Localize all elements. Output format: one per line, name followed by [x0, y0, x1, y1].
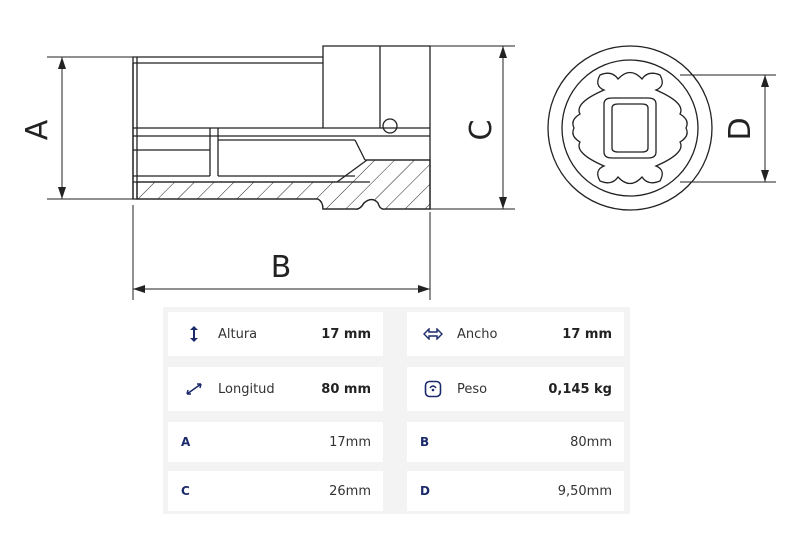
- spec-altura: Altura 17 mm: [168, 312, 383, 356]
- spec-dim-c: C 26mm: [168, 471, 383, 511]
- horizontal-arrows-icon: [423, 328, 443, 340]
- spec-dim-c-key: C: [181, 484, 190, 498]
- dimension-b: [132, 205, 431, 300]
- weight-icon: [423, 380, 443, 398]
- technical-drawing: A B C D: [20, 45, 776, 300]
- spec-dim-b-value: 80mm: [570, 434, 612, 450]
- dimension-a: [47, 56, 133, 200]
- section-hatch: [136, 159, 431, 210]
- spec-dim-c-value: 26mm: [329, 483, 371, 499]
- spec-longitud: Longitud 80 mm: [168, 367, 383, 411]
- diagonal-arrows-icon: [184, 382, 204, 396]
- dim-label-b: B: [271, 250, 292, 285]
- spec-peso-value: 0,145 kg: [548, 381, 612, 397]
- spec-dim-d: D 9,50mm: [407, 471, 624, 511]
- spec-ancho-value: 17 mm: [562, 326, 612, 342]
- spec-dim-d-key: D: [420, 484, 430, 498]
- spec-dim-a: A 17mm: [168, 422, 383, 462]
- spec-altura-label: Altura: [218, 326, 258, 342]
- spec-altura-value: 17 mm: [321, 326, 371, 342]
- dim-label-c: C: [464, 120, 499, 141]
- dim-label-d: D: [723, 117, 758, 140]
- spec-dim-d-value: 9,50mm: [557, 483, 612, 499]
- dim-label-a: A: [20, 119, 55, 140]
- dimension-d: [680, 74, 776, 183]
- end-view: [547, 45, 713, 211]
- spec-longitud-value: 80 mm: [321, 381, 371, 397]
- spec-peso-label: Peso: [457, 381, 488, 397]
- spec-dim-a-key: A: [181, 435, 191, 449]
- spec-dim-a-value: 17mm: [329, 434, 371, 450]
- spec-dim-b-key: B: [420, 435, 430, 449]
- spec-ancho-label: Ancho: [457, 326, 498, 342]
- spec-peso: Peso 0,145 kg: [407, 367, 624, 411]
- spec-ancho: Ancho 17 mm: [407, 312, 624, 356]
- spec-longitud-label: Longitud: [218, 381, 275, 397]
- vertical-arrows-icon: [184, 325, 204, 343]
- spec-dim-b: B 80mm: [407, 422, 624, 462]
- specs-panel: Altura 17 mm Ancho 17 mm Longitud 80 mm …: [163, 307, 630, 514]
- dimension-c: [430, 45, 515, 210]
